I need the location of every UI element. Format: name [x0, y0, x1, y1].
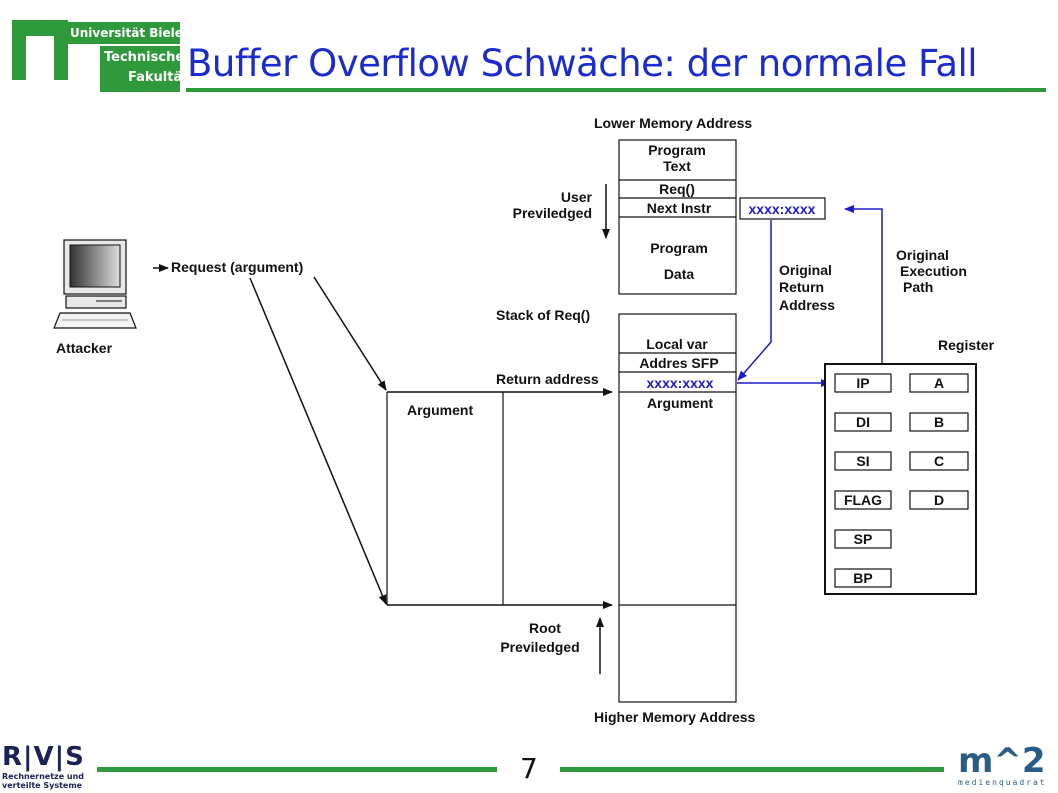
root-previledged-label: Previledged	[500, 639, 579, 655]
logo-faculty-line2: Fakultät	[128, 70, 189, 85]
orig-return-line1: Original	[779, 262, 832, 278]
program-data-line2: Data	[664, 266, 695, 282]
computer-icon	[53, 239, 137, 329]
register-label: SI	[856, 453, 869, 469]
request-label: Request (argument)	[171, 259, 303, 275]
stack-return-value: xxxx:xxxx	[647, 375, 714, 391]
rvs-sub1: Rechnernetze und	[2, 772, 85, 781]
return-address-box	[739, 197, 826, 220]
lower-memory-label: Lower Memory Address	[594, 115, 752, 131]
orig-exec-line3: Path	[903, 279, 933, 295]
orig-return-line2: Return	[779, 279, 824, 295]
register-label: IP	[856, 375, 869, 391]
register-a: A	[909, 373, 969, 393]
register-title: Register	[938, 337, 995, 353]
register-panel	[824, 363, 977, 595]
argument-block	[386, 388, 613, 609]
argument-block-label: Argument	[407, 402, 473, 418]
register-label: FLAG	[844, 492, 882, 508]
logo-university-text: Universität Bielefeld	[70, 26, 209, 40]
rvs-sub2: verteilte Systeme	[2, 781, 83, 790]
stack-label: Stack of Req()	[496, 307, 590, 323]
register-b: B	[909, 412, 969, 432]
slide-title: Buffer Overflow Schwäche: der normale Fa…	[187, 42, 978, 85]
page-number: 7	[520, 752, 538, 785]
register-label: A	[934, 375, 944, 391]
next-instr-cell: Next Instr	[647, 200, 712, 216]
orig-exec-line1: Original	[896, 247, 949, 263]
register-ip: IP	[834, 373, 892, 393]
user-previledged-label: Previledged	[513, 205, 592, 221]
argument-cell: Argument	[647, 395, 713, 411]
register-di: DI	[834, 412, 892, 432]
m2-mark: m^2	[958, 741, 1046, 781]
return-address-arrow	[737, 220, 772, 381]
register-sp: SP	[834, 529, 892, 549]
orig-exec-line2: Execution	[900, 263, 967, 279]
orig-return-line3: Address	[779, 297, 835, 313]
university-logo: Universität Bielefeld Technische Fakultä…	[8, 14, 209, 92]
program-text-line2: Text	[663, 158, 691, 174]
addres-sfp-cell: Addres SFP	[639, 355, 718, 371]
register-c: C	[909, 451, 969, 471]
program-memory-block: Program Text Req() Next Instr Program Da…	[618, 139, 737, 295]
local-var-cell: Local var	[646, 336, 708, 352]
request-to-argument-arrow	[313, 276, 387, 391]
register-label: BP	[853, 570, 872, 586]
m2-sub: medienquadrat	[958, 778, 1047, 787]
rvs-mark: R|V|S	[2, 742, 85, 772]
footer-divider-left	[97, 767, 497, 772]
program-data-line1: Program	[650, 240, 708, 256]
buffer-overflow-diagram: Lower Memory Address Program Text Req() …	[53, 115, 995, 725]
stack-block	[618, 313, 737, 703]
title-divider	[186, 88, 1046, 92]
register-label: D	[934, 492, 944, 508]
return-address-value: xxxx:xxxx	[749, 201, 816, 217]
register-label: B	[934, 414, 944, 430]
execution-path-arrow	[844, 205, 883, 370]
register-si: SI	[834, 451, 892, 471]
program-text-line1: Program	[648, 142, 706, 158]
return-address-label: Return address	[496, 371, 599, 387]
register-label: DI	[856, 414, 870, 430]
footer-divider-right	[560, 767, 944, 772]
register-d: D	[909, 490, 969, 510]
request-overflow-arrow	[249, 277, 387, 605]
medienquadrat-logo: m^2 medienquadrat	[958, 744, 1047, 787]
user-label: User	[561, 189, 593, 205]
root-label: Root	[529, 620, 561, 636]
register-cells: IP A DI B SI C FLAG D SP BP	[834, 373, 969, 588]
higher-memory-label: Higher Memory Address	[594, 709, 756, 725]
attacker-label: Attacker	[56, 340, 113, 356]
rvs-logo: R|V|S Rechnernetze und verteilte Systeme	[2, 742, 85, 790]
register-flag: FLAG	[834, 490, 892, 510]
register-label: SP	[854, 531, 873, 547]
req-cell: Req()	[659, 181, 695, 197]
register-label: C	[934, 453, 944, 469]
logo-faculty-line1: Technische	[104, 50, 185, 65]
register-bp: BP	[834, 568, 892, 588]
